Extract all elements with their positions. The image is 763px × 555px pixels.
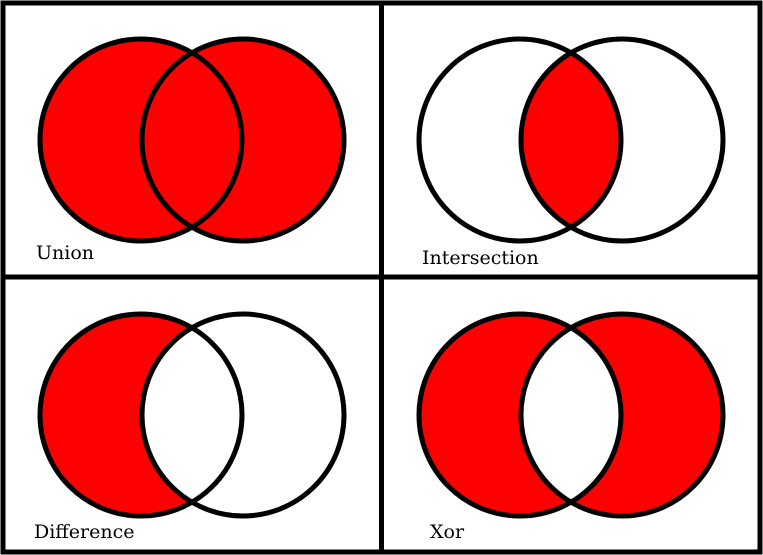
panel-union: Union bbox=[36, 36, 347, 264]
panel-label-difference: Difference bbox=[34, 521, 135, 543]
panel-label-xor: Xor bbox=[430, 521, 465, 543]
panel-difference: Difference bbox=[34, 311, 347, 543]
left-circle-outline bbox=[416, 311, 624, 519]
right-circle-outline bbox=[139, 311, 347, 519]
panel-xor: Xor bbox=[416, 311, 726, 543]
difference-shape bbox=[37, 311, 347, 519]
fill-lens bbox=[521, 52, 622, 228]
left-circle-outline bbox=[37, 311, 245, 519]
left-circle-outline bbox=[37, 36, 245, 244]
right-circle-outline bbox=[518, 36, 726, 244]
panel-intersection: Intersection bbox=[416, 36, 726, 269]
clear-lens bbox=[521, 327, 622, 503]
panel-label-intersection: Intersection bbox=[422, 247, 539, 269]
clear-lens bbox=[142, 327, 242, 503]
intersection-shape bbox=[416, 36, 726, 244]
panel-label-union: Union bbox=[36, 242, 94, 264]
xor-shape bbox=[416, 311, 726, 519]
left-circle-outline bbox=[416, 36, 624, 244]
union-shape bbox=[37, 36, 347, 244]
right-circle-outline bbox=[518, 311, 726, 519]
right-circle-outline bbox=[139, 36, 347, 244]
